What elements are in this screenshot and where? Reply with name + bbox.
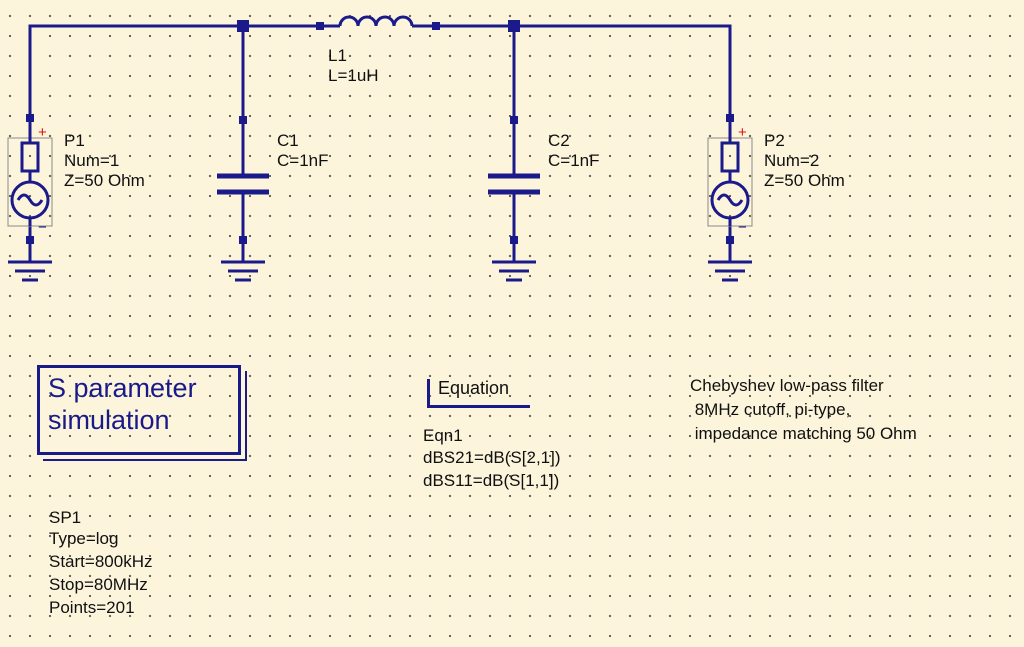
ground-p1[interactable] [8, 260, 52, 282]
p2-num[interactable]: Num=2 [764, 151, 820, 170]
c1-value[interactable]: C=1nF [277, 151, 329, 170]
p2-plus-mark: + [738, 124, 747, 141]
note-line3[interactable]: impedance matching 50 Ohm [690, 424, 917, 443]
sp1-points[interactable]: Points=201 [49, 598, 135, 617]
c2-name[interactable]: C2 [548, 131, 570, 150]
p2-name[interactable]: P2 [764, 131, 785, 150]
equation-header: Equation [438, 378, 510, 398]
simulation-title: S parameter simulation [48, 372, 197, 436]
capacitor-c2[interactable] [488, 173, 540, 195]
simulation-title-line1: S parameter [48, 373, 197, 403]
p1-plus-mark: + [38, 124, 47, 141]
p2-impedance[interactable]: Z=50 Ohm [764, 171, 845, 190]
port-p1[interactable] [7, 118, 53, 227]
inductor-l1[interactable] [320, 15, 436, 28]
p1-name[interactable]: P1 [64, 131, 85, 150]
ground-p2[interactable] [708, 260, 752, 282]
note-line2[interactable]: 8MHz cutoff, pi-type, [690, 400, 851, 419]
p1-num[interactable]: Num=1 [64, 151, 120, 170]
eqn1-line1[interactable]: dBS21=dB(S[2,1]) [423, 448, 561, 467]
p1-minus-mark: − [38, 219, 47, 236]
wire-top-left[interactable] [28, 24, 322, 120]
eqn1-line2[interactable]: dBS11=dB(S[1,1]) [423, 471, 560, 490]
sp1-name[interactable]: SP1 [49, 508, 82, 527]
sp1-start[interactable]: Start=800kHz [49, 552, 153, 571]
p1-impedance[interactable]: Z=50 Ohm [64, 171, 145, 190]
simulation-title-line2: simulation [48, 405, 170, 435]
c2-value[interactable]: C=1nF [548, 151, 600, 170]
port-p2[interactable] [707, 118, 753, 227]
wire-top-right[interactable] [434, 24, 732, 120]
note-line1[interactable]: Chebyshev low-pass filter [690, 376, 884, 395]
ground-c2[interactable] [492, 260, 536, 282]
l1-value[interactable]: L=1uH [328, 66, 379, 85]
ground-c1[interactable] [221, 260, 265, 282]
p2-minus-mark: − [738, 219, 747, 236]
c1-name[interactable]: C1 [277, 131, 299, 150]
capacitor-c1[interactable] [217, 173, 269, 195]
eqn1-name[interactable]: Eqn1 [423, 426, 463, 445]
l1-name[interactable]: L1 [328, 46, 347, 65]
sp1-type[interactable]: Type=log [49, 529, 119, 548]
junction-dots [26, 20, 734, 244]
equation-block[interactable] [427, 379, 530, 408]
sp1-stop[interactable]: Stop=80MHz [49, 575, 148, 594]
s-parameter-simulation-block[interactable] [37, 365, 241, 455]
